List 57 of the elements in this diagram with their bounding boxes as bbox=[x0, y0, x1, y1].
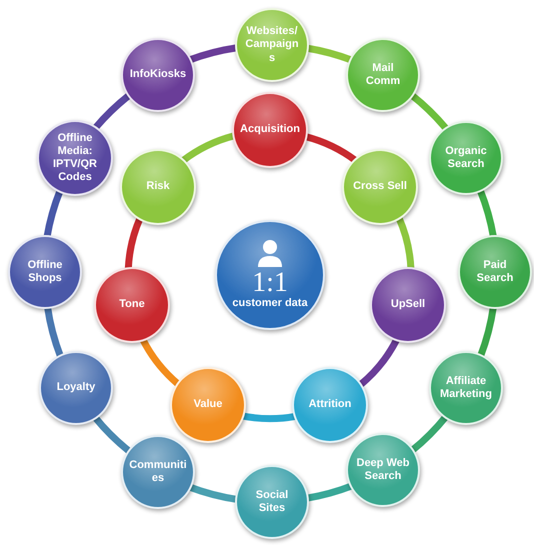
node-label: Mail Comm bbox=[364, 62, 402, 88]
ring-connector bbox=[396, 216, 414, 270]
node-label: Paid Search bbox=[476, 258, 514, 286]
circle-node bbox=[346, 433, 420, 507]
circle-node bbox=[121, 38, 195, 112]
node-label: Affiliate Marketing bbox=[439, 374, 493, 402]
ring-connector bbox=[140, 338, 181, 387]
ring-connector bbox=[44, 190, 64, 238]
circle-node bbox=[370, 267, 446, 343]
node-label: Communities bbox=[129, 458, 187, 486]
ring-connector bbox=[44, 306, 64, 358]
node-label: Risk bbox=[146, 180, 170, 194]
node-label: UpSell bbox=[390, 298, 426, 312]
node-label: Websites/Campaigns bbox=[244, 25, 300, 65]
node-label: Social Sites bbox=[254, 488, 290, 516]
ratio-label: 1:1 bbox=[252, 269, 288, 298]
ring-connector bbox=[306, 44, 353, 64]
circle-node bbox=[8, 235, 82, 309]
ring-connector bbox=[304, 133, 358, 164]
circle-node bbox=[342, 149, 418, 225]
ring-connector bbox=[180, 132, 236, 164]
ring-connector bbox=[476, 188, 497, 238]
circle-node bbox=[232, 92, 308, 168]
node-label: Offline Media: IPTV/QR Codes bbox=[52, 132, 98, 184]
ring-connector bbox=[477, 306, 497, 358]
circle-node bbox=[235, 465, 309, 539]
ring-connector bbox=[410, 414, 449, 454]
node-label: Cross Sell bbox=[353, 180, 407, 194]
circle-node bbox=[429, 351, 503, 425]
circle-node bbox=[120, 149, 196, 225]
node-label: Offline Shops bbox=[26, 258, 64, 286]
node-label: Attrition bbox=[308, 398, 352, 412]
ring-connector bbox=[409, 92, 450, 132]
circle-node bbox=[170, 367, 246, 443]
node-label: customer data bbox=[232, 297, 308, 311]
ring-connector bbox=[358, 337, 400, 388]
node-label: Deep Web Search bbox=[356, 456, 410, 484]
ring-connector bbox=[92, 415, 132, 454]
ring-connector bbox=[124, 217, 144, 270]
circle-node bbox=[37, 120, 113, 196]
node-label: Tone bbox=[119, 298, 145, 312]
ring-connector bbox=[306, 482, 354, 502]
circle-node bbox=[235, 8, 309, 82]
ring-connector bbox=[92, 92, 132, 131]
node-label: Value bbox=[194, 398, 222, 412]
circle-node bbox=[121, 435, 195, 509]
circle-node bbox=[292, 367, 368, 443]
node-label: Organic Search bbox=[444, 144, 488, 172]
node-label: Loyalty bbox=[56, 381, 96, 395]
node-label: Acquisition bbox=[240, 123, 300, 137]
circle-node bbox=[39, 351, 113, 425]
circle-node bbox=[346, 38, 420, 112]
circle-node bbox=[458, 235, 532, 309]
circle-node bbox=[429, 121, 503, 195]
ring-connector bbox=[242, 412, 296, 422]
circle-node bbox=[94, 267, 170, 343]
node-label: InfoKiosks bbox=[130, 68, 186, 82]
